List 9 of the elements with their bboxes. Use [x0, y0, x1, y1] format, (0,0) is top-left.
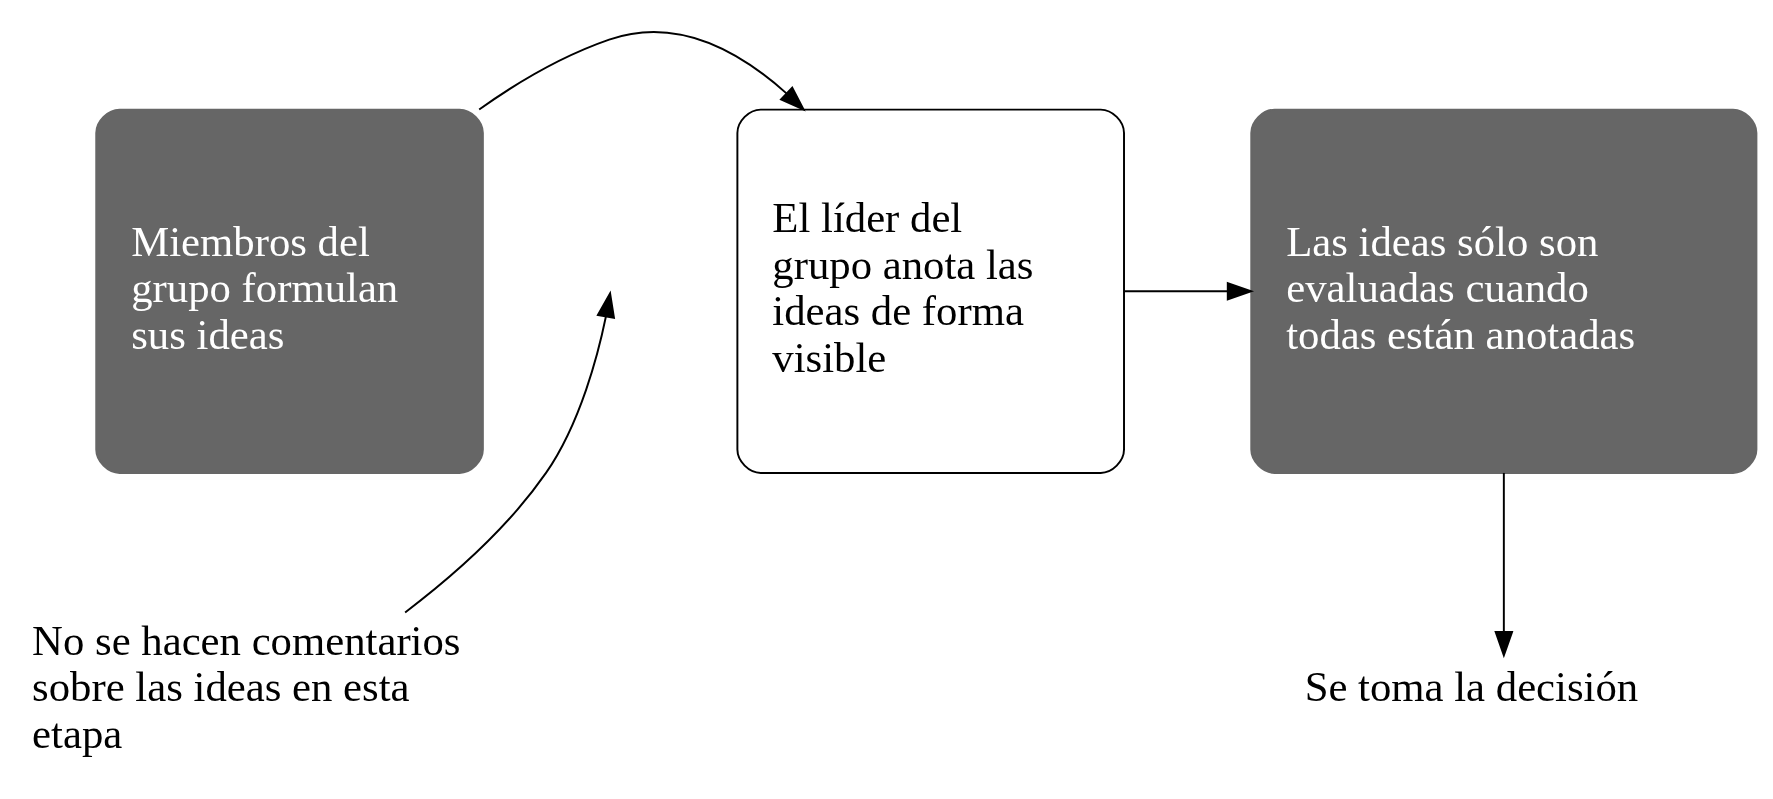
node-text: Se toma la decisión [1304, 662, 1639, 710]
node-box: Las ideas sólo son evaluadas cuando todas están anotadas [1250, 108, 1758, 474]
node-text: No se hacen comentarios sobre las ideas en esta etapa [32, 616, 461, 757]
node-box: Miembros del grupo formulan sus ideas [95, 108, 484, 474]
arrow [1494, 471, 1514, 658]
arrow [478, 30, 806, 112]
arrow [1123, 281, 1255, 301]
arrow [404, 290, 616, 613]
node-box: El líder del grupo anota las ideas de forma visible [736, 108, 1125, 474]
